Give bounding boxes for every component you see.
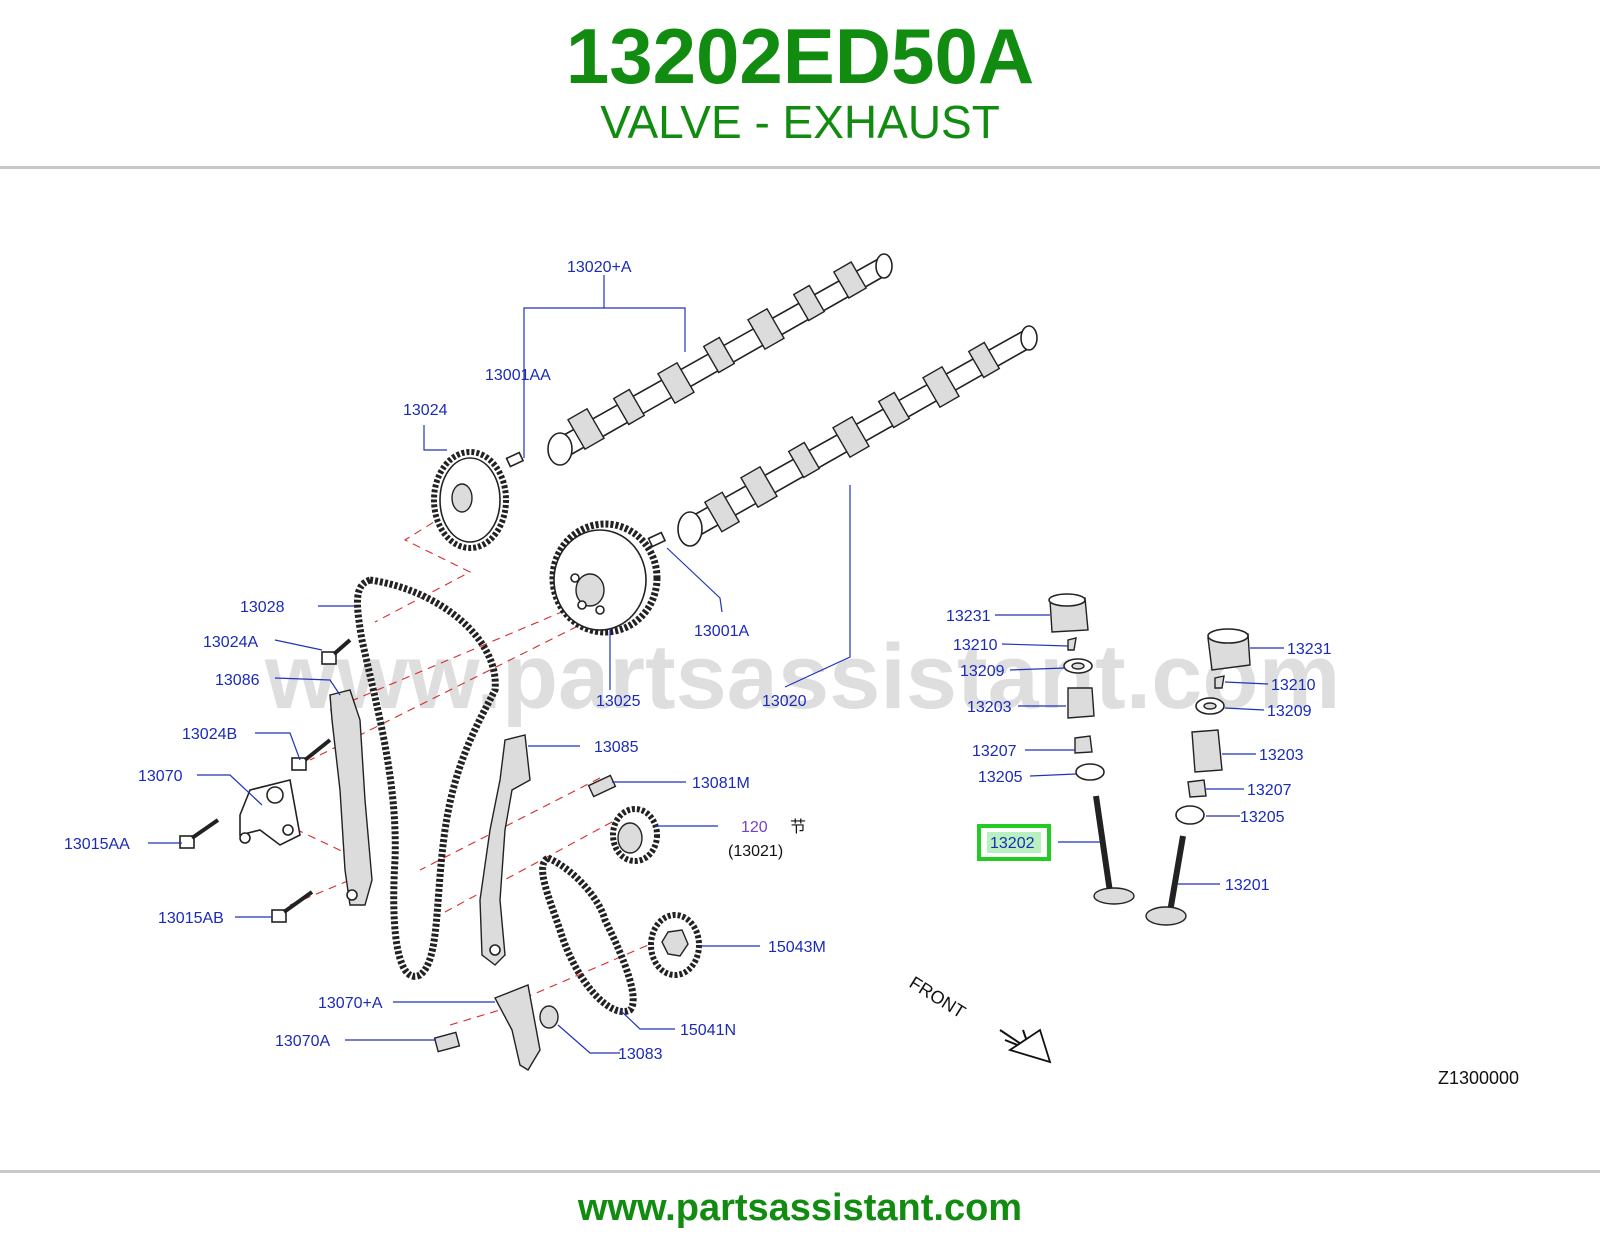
callout-13086: 13086 bbox=[215, 672, 260, 689]
callout-13081m: 13081M bbox=[692, 775, 750, 792]
callout-right-13209: 13209 bbox=[1267, 703, 1312, 720]
callout-right-13207: 13207 bbox=[1247, 782, 1292, 799]
callout-120-mark: 节 bbox=[790, 818, 806, 836]
callout-right-13203: 13203 bbox=[1259, 747, 1304, 764]
dowel-pin-intake bbox=[505, 451, 525, 468]
footer-website-link[interactable]: www.partsassistant.com bbox=[577, 1187, 1023, 1229]
valve-train-right bbox=[1145, 628, 1251, 926]
callout-15041n: 15041N bbox=[680, 1022, 736, 1039]
exhaust-camshaft bbox=[677, 325, 1038, 547]
part-description: VALVE - EXHAUST bbox=[600, 96, 1000, 148]
callout-13015aa: 13015AA bbox=[64, 836, 130, 853]
callout-13028: 13028 bbox=[240, 599, 285, 616]
callout-right-13231: 13231 bbox=[1287, 641, 1332, 658]
callout-13070: 13070 bbox=[138, 768, 183, 785]
callout-left-13231: 13231 bbox=[946, 608, 991, 625]
timing-chain-secondary bbox=[539, 854, 637, 1015]
guide-pin bbox=[587, 774, 617, 798]
parts-diagram: www.partsassistant.com bbox=[0, 230, 1600, 1110]
front-arrow-icon bbox=[999, 1028, 1052, 1064]
callout-13001a: 13001A bbox=[694, 623, 749, 640]
callout-15043m: 15043M bbox=[768, 939, 826, 956]
callout-left-13207: 13207 bbox=[972, 743, 1017, 760]
callout-left-13209: 13209 bbox=[960, 663, 1005, 680]
callout-13024: 13024 bbox=[403, 402, 448, 419]
oil-pump-sprocket bbox=[648, 912, 702, 978]
intake-sprocket bbox=[431, 449, 509, 551]
tensioner-pin bbox=[433, 1031, 461, 1053]
vvt-sprocket bbox=[549, 520, 661, 636]
footer-divider bbox=[0, 1170, 1600, 1173]
tensioner-arm bbox=[494, 984, 541, 1071]
callout-13202[interactable]: 13202 bbox=[990, 835, 1035, 852]
valve-train-left bbox=[1048, 593, 1135, 905]
callout-left-13210: 13210 bbox=[953, 637, 998, 654]
callout-13024b: 13024B bbox=[182, 726, 237, 743]
callout-left-13205: 13205 bbox=[978, 769, 1023, 786]
callout-13001aa: 13001AA bbox=[485, 367, 551, 384]
front-label: FRONT bbox=[906, 972, 969, 1022]
callout-13021: (13021) bbox=[728, 843, 783, 860]
header-divider bbox=[0, 166, 1600, 169]
callout-13085: 13085 bbox=[594, 739, 639, 756]
idler-bush bbox=[539, 1005, 559, 1029]
callout-labels: 13020+A 13001AA 13024 13028 13024A 13086… bbox=[64, 259, 1332, 1063]
bolt-13024a bbox=[321, 651, 337, 665]
callout-13020-a: 13020+A bbox=[567, 259, 632, 276]
timing-chain-primary bbox=[354, 576, 499, 980]
callout-right-13201: 13201 bbox=[1225, 877, 1270, 894]
page-header: 13202ED50A VALVE - EXHAUST bbox=[0, 0, 1600, 170]
callout-13024a: 13024A bbox=[203, 634, 258, 651]
chain-guide-left bbox=[329, 689, 373, 906]
leader-lines bbox=[148, 275, 1284, 1054]
watermark-text: www.partsassistant.com bbox=[264, 626, 1340, 728]
part-number-title: 13202ED50A bbox=[565, 12, 1035, 100]
intake-camshaft bbox=[547, 253, 893, 466]
callout-13070a: 13070A bbox=[275, 1033, 330, 1050]
highlighted-part-13202[interactable]: 13202 bbox=[977, 824, 1051, 861]
chain-tensioner bbox=[239, 779, 301, 846]
callout-13070-a-plus: 13070+A bbox=[318, 995, 383, 1012]
callout-13015ab: 13015AB bbox=[158, 910, 224, 927]
callout-13020: 13020 bbox=[762, 693, 807, 710]
dowel-pin-exhaust bbox=[647, 531, 667, 548]
callout-13083: 13083 bbox=[618, 1046, 663, 1063]
callout-13025: 13025 bbox=[596, 693, 641, 710]
callout-120: 120 bbox=[741, 819, 768, 836]
bolts bbox=[179, 638, 352, 923]
callout-right-13210: 13210 bbox=[1271, 677, 1316, 694]
callout-left-13203: 13203 bbox=[967, 699, 1012, 716]
chain-tension-guide bbox=[479, 734, 531, 966]
crankshaft-sprocket bbox=[610, 806, 660, 864]
callout-right-13205: 13205 bbox=[1240, 809, 1285, 826]
diagram-code: Z1300000 bbox=[1438, 1068, 1519, 1088]
